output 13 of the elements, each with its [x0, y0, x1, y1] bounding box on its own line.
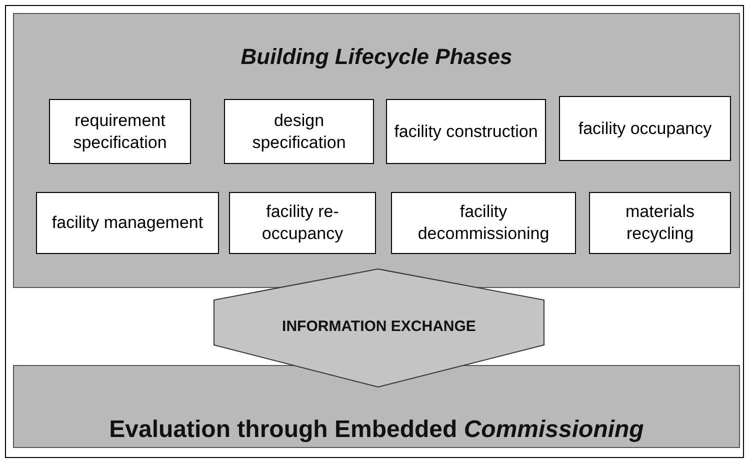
phases-panel [13, 13, 740, 288]
phase-box: facility re-occupancy [229, 192, 376, 254]
panel-title: Building Lifecycle Phases [240, 43, 514, 71]
phase-box: facility construction [386, 99, 546, 164]
evaluation-panel [13, 365, 740, 448]
panel-title: Evaluation through Embedded Commissioning [108, 415, 645, 445]
phase-box: facility management [36, 192, 219, 254]
phase-box: materials recycling [589, 192, 731, 254]
phase-box: design specification [224, 99, 374, 164]
phase-box: facility decommissioning [391, 192, 576, 254]
arrow-label: INFORMATION EXCHANGE [281, 317, 477, 337]
phase-box: requirement specification [49, 99, 191, 164]
phase-box: facility occupancy [559, 96, 731, 161]
